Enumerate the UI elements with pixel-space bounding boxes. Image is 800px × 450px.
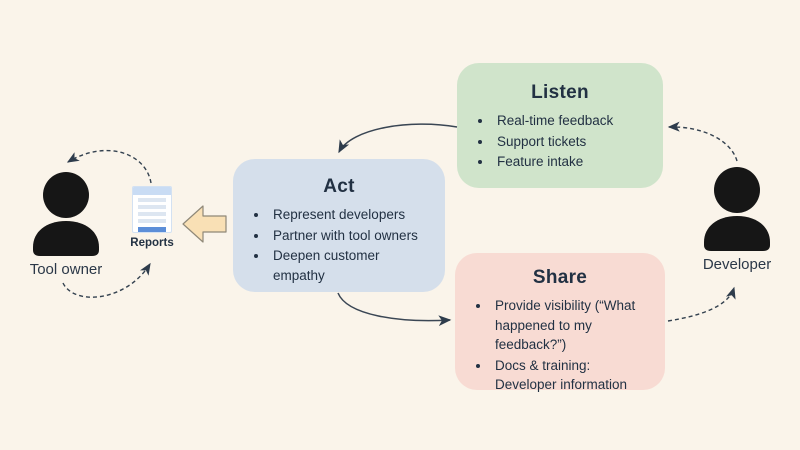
act-box-title: Act bbox=[323, 176, 355, 197]
act-box-item: Represent developers bbox=[269, 205, 433, 225]
listen-box-item: Support tickets bbox=[493, 132, 651, 152]
listen-box: Listen Real-time feedback Support ticket… bbox=[457, 63, 663, 188]
document-icon bbox=[132, 186, 172, 233]
developer-label: Developer bbox=[702, 256, 772, 273]
arrow-listen-to-act bbox=[338, 123, 458, 154]
document-icon-line bbox=[138, 219, 166, 223]
document-icon-line bbox=[138, 205, 166, 209]
document-icon-line bbox=[138, 212, 166, 216]
listen-box-title: Listen bbox=[531, 82, 589, 103]
act-box-list: Represent developers Partner with tool o… bbox=[245, 205, 433, 285]
reports-label: Reports bbox=[130, 237, 174, 249]
tool-owner-actor: Tool owner bbox=[11, 172, 121, 278]
share-box-list: Provide visibility (“What happened to my… bbox=[467, 296, 653, 395]
act-box-item: Partner with tool owners bbox=[269, 226, 433, 246]
act-box: Act Represent developers Partner with to… bbox=[233, 159, 445, 292]
document-icon-header bbox=[133, 187, 171, 195]
reports-artifact: Reports bbox=[122, 186, 182, 249]
arrow-developer-to-listen bbox=[667, 121, 738, 162]
document-icon-footer-bar bbox=[138, 227, 166, 232]
arrow-act-to-share bbox=[337, 292, 452, 327]
act-to-reports-block-arrow-icon bbox=[182, 205, 227, 243]
listen-box-item: Feature intake bbox=[493, 152, 651, 172]
share-box: Share Provide visibility (“What happened… bbox=[455, 253, 665, 392]
listen-box-item: Real-time feedback bbox=[493, 111, 651, 131]
developer-actor: Developer bbox=[682, 167, 792, 273]
act-box-item: Deepen customer empathy bbox=[269, 246, 433, 285]
person-icon bbox=[704, 167, 770, 251]
arrow-share-to-developer bbox=[667, 286, 736, 322]
person-icon bbox=[33, 172, 99, 256]
tool-owner-label: Tool owner bbox=[29, 261, 103, 278]
listen-box-list: Real-time feedback Support tickets Featu… bbox=[469, 111, 651, 172]
share-box-item: Provide visibility (“What happened to my… bbox=[491, 296, 653, 355]
share-box-title: Share bbox=[532, 267, 588, 288]
share-box-item: Docs & training: Developer information bbox=[491, 356, 653, 395]
document-icon-line bbox=[138, 198, 166, 202]
